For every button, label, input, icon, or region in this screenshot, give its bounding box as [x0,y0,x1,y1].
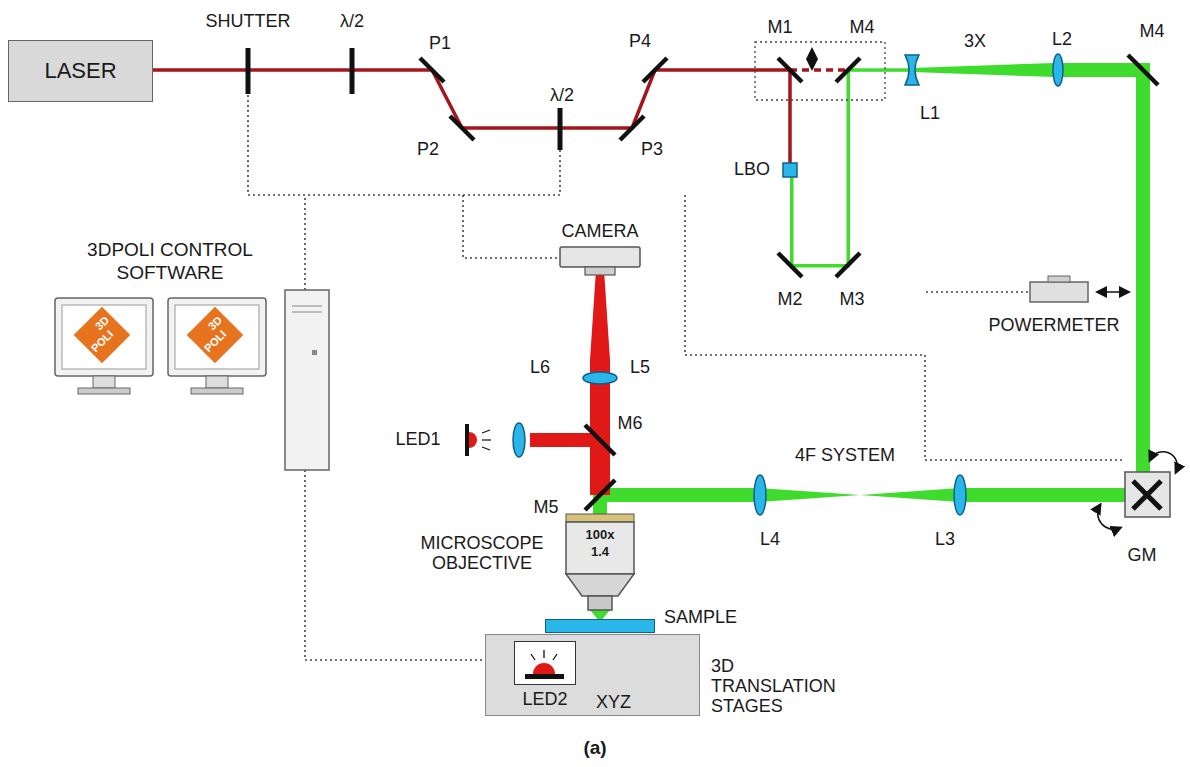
node-text: 3D TRANSLATION STAGES [711,657,861,716]
control-wires [248,95,1125,660]
part-label: LED1 [395,430,440,450]
part-label: 3X [964,32,986,52]
laser-box: LASER [8,40,153,102]
computers [55,290,329,470]
part-label: L6 [530,358,550,378]
node-text: 1.4 [563,545,637,559]
part-label: P3 [641,140,663,160]
part-label: P1 [429,34,451,54]
part-label: 3DPOLI CONTROL SOFTWARE [55,239,285,285]
node-text: 100x [563,528,637,542]
part-label: LBO [734,160,770,180]
microscope-objective: MICROSCOPE OBJECTIVE100x1.4 [563,512,637,612]
part-label: M5 [533,498,558,518]
led2-box: LED2 [514,641,576,685]
green-beam [590,63,1150,622]
sample: SAMPLE [545,619,655,633]
mirrors [420,55,1158,510]
part-label: λ/2 [340,12,364,32]
part-label: CAMERA [561,222,638,242]
part-label: M3 [839,290,864,310]
part-label: P4 [629,32,651,52]
part-label: POWERMETER [988,316,1119,336]
part-label: M6 [617,414,642,434]
node-text: LASER [9,59,152,83]
node-text: MICROSCOPE OBJECTIVE [417,534,547,574]
part-label: λ/2 [550,86,574,106]
part-label: L2 [1052,30,1072,50]
part-label: L4 [760,530,780,550]
part-label: M4 [1139,22,1164,42]
part-label: M4 [849,18,874,38]
part-label: L5 [630,358,650,378]
part-label: M1 [767,18,792,38]
led-icon [515,642,574,683]
part-label: 4F SYSTEM [795,446,895,466]
part-label: L1 [920,104,940,124]
part-label: P2 [417,140,439,160]
part-label: M2 [777,290,802,310]
node-text: XYZ [596,693,631,713]
part-label: SHUTTER [206,12,291,32]
part-label: L3 [935,530,955,550]
node-text: SAMPLE [664,608,737,628]
node-text: LED2 [522,690,567,710]
ir-beam [149,70,848,168]
part-label: GM [1128,546,1157,566]
caption: (a) [583,738,606,759]
lenses [513,54,1063,515]
translation-stage: 3D TRANSLATION STAGESXYZLED2 [485,634,700,716]
